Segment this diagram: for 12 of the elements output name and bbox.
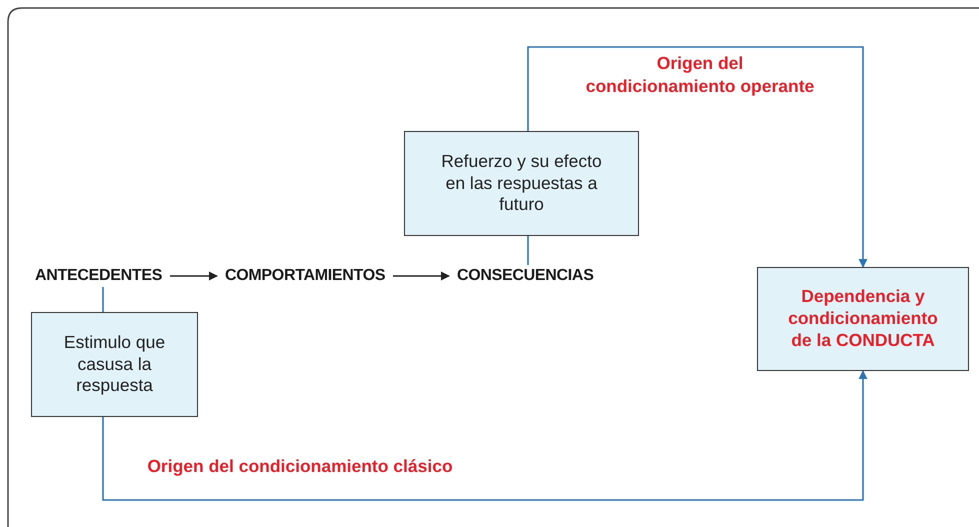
- stage-label: ANTECEDENTES: [35, 267, 162, 285]
- stage-label: CONSECUENCIAS: [457, 267, 594, 285]
- concept-box: Dependencia y condicionamiento de la CONDUCTA: [757, 267, 969, 371]
- arrow: [170, 272, 218, 280]
- stage-label: COMPORTAMIENTOS: [225, 267, 386, 285]
- connector-line: [102, 287, 104, 312]
- connector-line: [527, 236, 529, 265]
- arrow: [393, 272, 450, 280]
- concept-box: Refuerzo y su efecto en las respuestas a futuro: [404, 131, 639, 236]
- concept-box: Estimulo que casusa la respuesta: [31, 312, 198, 417]
- arrow: [102, 370, 868, 501]
- arrow: [527, 46, 868, 268]
